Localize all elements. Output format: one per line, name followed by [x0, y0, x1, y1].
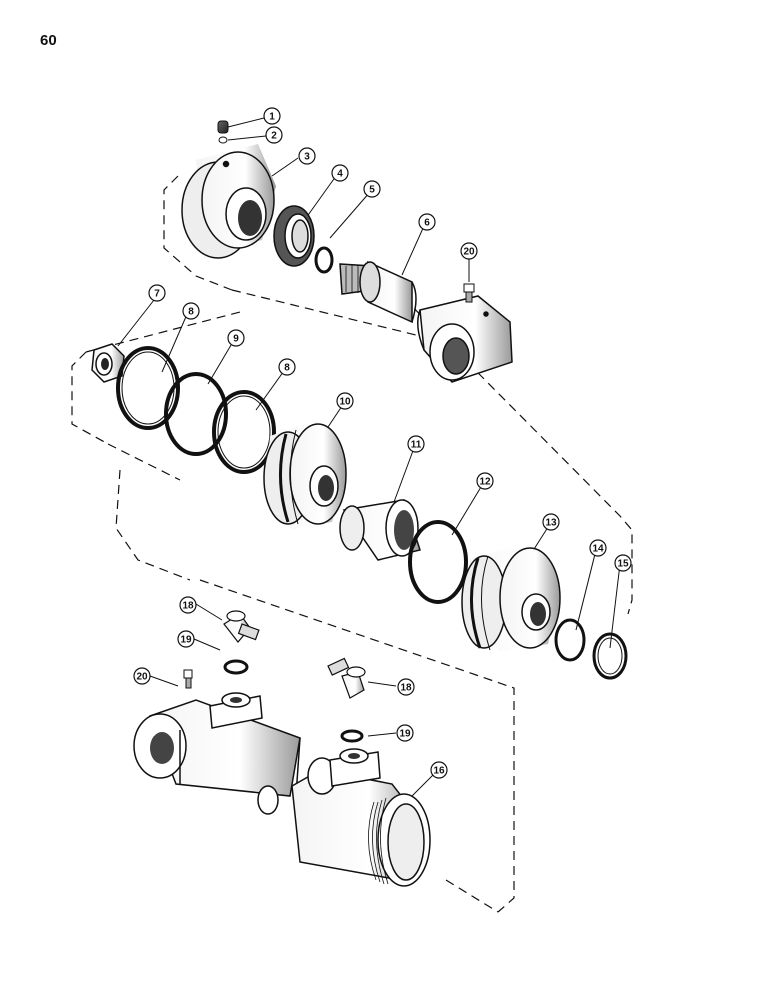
svg-text:5: 5 [369, 185, 375, 196]
svg-text:11: 11 [411, 440, 422, 451]
part-20-grease-fitting-upper [463, 283, 475, 303]
callout-8-right: 8 [278, 358, 296, 376]
svg-text:13: 13 [545, 518, 557, 529]
svg-text:7: 7 [154, 289, 160, 300]
svg-text:8: 8 [188, 307, 194, 318]
callout-11: 11 [407, 435, 425, 453]
part-7-nut [91, 343, 125, 383]
callout-20-lower: 20 [133, 667, 151, 685]
callout-13: 13 [542, 513, 560, 531]
part-3-gland [181, 144, 276, 259]
svg-text:2: 2 [271, 131, 277, 142]
svg-text:12: 12 [479, 477, 491, 488]
svg-text:10: 10 [339, 397, 351, 408]
callout-12: 12 [476, 472, 494, 490]
callout-19-lower: 19 [396, 724, 414, 742]
svg-text:16: 16 [433, 766, 445, 777]
callout-19-upper: 19 [177, 630, 195, 648]
callout-6: 6 [418, 213, 436, 231]
svg-text:19: 19 [180, 635, 192, 646]
part-14-o-ring [554, 618, 586, 662]
callout-5: 5 [363, 180, 381, 198]
svg-text:18: 18 [182, 601, 194, 612]
part-12-o-ring [408, 520, 468, 604]
svg-text:4: 4 [337, 169, 343, 180]
svg-text:19: 19 [399, 729, 411, 740]
svg-text:15: 15 [617, 559, 629, 570]
callout-20-upper: 20 [460, 242, 478, 260]
part-8-backup-ring-left [116, 346, 180, 430]
callout-3: 3 [298, 147, 316, 165]
callout-1: 1 [263, 107, 281, 125]
part-5-o-ring [314, 246, 334, 274]
part-18-elbow-fitting-upper [223, 610, 260, 643]
callout-14: 14 [589, 539, 607, 557]
part-11-spacer [339, 499, 421, 561]
svg-text:14: 14 [592, 544, 604, 555]
part-18-elbow-fitting-lower [327, 657, 366, 699]
callout-10: 10 [336, 392, 354, 410]
callout-16: 16 [430, 761, 448, 779]
svg-text:9: 9 [233, 334, 239, 345]
svg-text:6: 6 [424, 218, 430, 229]
part-15-backup-ring [592, 632, 628, 680]
callout-bubbles: 1 2 3 4 5 6 20 7 8 9 8 10 11 12 13 14 15… [133, 107, 632, 779]
callout-4: 4 [331, 164, 349, 182]
part-1-set-screw [217, 120, 229, 134]
callout-18-lower: 18 [397, 678, 415, 696]
part-19-washer-upper [223, 659, 249, 675]
svg-text:20: 20 [463, 247, 475, 258]
callout-7: 7 [148, 284, 166, 302]
part-20-grease-fitting-lower [183, 669, 193, 689]
callout-18-upper: 18 [179, 596, 197, 614]
svg-text:3: 3 [304, 152, 310, 163]
cylinder-base-end [133, 692, 301, 815]
part-9-o-ring [164, 372, 228, 456]
page-number: 60 [40, 32, 57, 49]
svg-text:8: 8 [284, 363, 290, 374]
part-16-cylinder-tube [291, 748, 431, 887]
svg-text:20: 20 [136, 672, 148, 683]
part-19-washer-lower [340, 729, 364, 743]
part-8-backup-ring-right [212, 390, 276, 474]
callout-9: 9 [227, 329, 245, 347]
callout-15: 15 [614, 554, 632, 572]
part-2-ball [218, 136, 228, 144]
svg-text:18: 18 [400, 683, 412, 694]
part-4-wiper-seal [273, 205, 315, 267]
part-10-piston [263, 420, 347, 530]
assembly-dashed-lines [71, 175, 633, 913]
callout-2: 2 [265, 126, 283, 144]
svg-text:1: 1 [269, 112, 275, 123]
callout-8-left: 8 [182, 302, 200, 320]
part-13-piston-head [461, 544, 561, 652]
part-6-rod [339, 260, 513, 383]
